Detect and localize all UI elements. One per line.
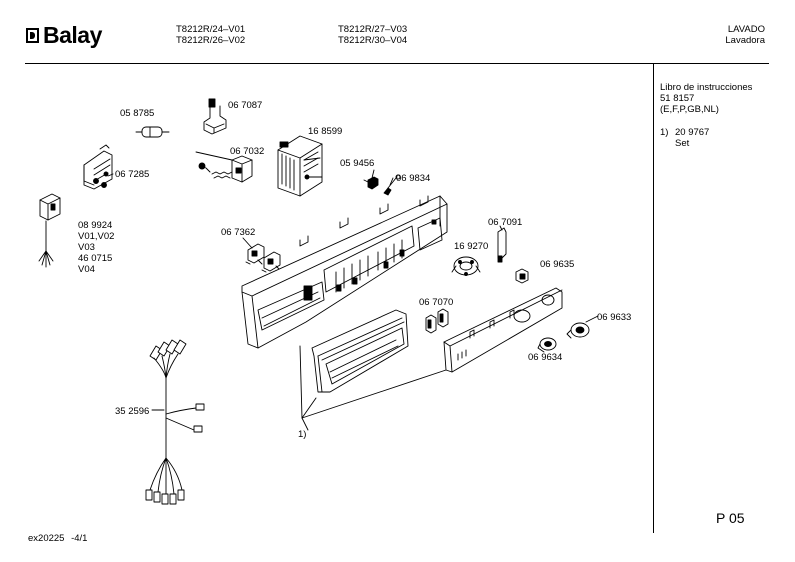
- part-label: 06 7087: [228, 100, 263, 111]
- category-sub: Lavadora: [725, 35, 765, 46]
- drawing-code: ex20225: [28, 533, 65, 544]
- part-label: 05 8785: [120, 108, 155, 119]
- model-number: T8212R/24–V01: [176, 24, 246, 35]
- part-label: 06 7070: [419, 297, 454, 308]
- callout-leaders: [300, 346, 446, 430]
- part-label: 05 9456: [340, 158, 375, 169]
- category-label: LAVADO Lavadora: [725, 24, 765, 46]
- selector-switches-part: [246, 244, 280, 272]
- header-divider: [25, 63, 769, 64]
- part-variant: V04: [78, 264, 95, 275]
- model-list-1: T8212R/24–V01 T8212R/26–V02: [176, 24, 245, 46]
- set-label: Set: [675, 138, 690, 149]
- part-label: 16 9270: [454, 241, 489, 252]
- manual-info: Libro de instrucciones 51 8157 (E,F,P,GB…: [660, 82, 752, 115]
- label-leaders: [108, 152, 393, 410]
- knob-part-069635: [516, 269, 528, 283]
- wiring-harness-part: [146, 340, 204, 504]
- clip-part-067087: [204, 99, 226, 134]
- callout-label: 1): [298, 429, 307, 440]
- model-number: T8212R/27–V03: [338, 24, 408, 35]
- capacitor-part: [136, 127, 169, 137]
- page-number: P 05: [716, 510, 745, 526]
- power-cord-part: [39, 194, 60, 267]
- part-label: 06 7285: [115, 169, 150, 180]
- sheet-number: -4/1: [71, 533, 88, 544]
- part-label: 06 9834: [396, 173, 431, 184]
- programmer-timer-part: [278, 136, 322, 196]
- part-label: 46 0715: [78, 253, 113, 264]
- manual-title: Libro de instrucciones: [660, 82, 753, 93]
- control-panel-frame: [242, 196, 447, 348]
- part-label: 06 9634: [528, 352, 563, 363]
- manual-number: 51 8157: [660, 93, 695, 104]
- brand-logo-icon: [26, 27, 39, 43]
- part-label: 06 7091: [488, 217, 523, 228]
- footer-code: ex20225 -4/1: [28, 533, 87, 544]
- knob-part-069633: [567, 316, 598, 338]
- switch-part-067285: [84, 145, 112, 189]
- model-number: T8212R/26–V02: [176, 35, 246, 46]
- rotary-switch-part: [452, 257, 480, 276]
- part-variant: V03: [78, 242, 95, 253]
- part-variant: V01,V02: [78, 231, 115, 242]
- part-label: 06 7362: [221, 227, 256, 238]
- front-fascia-panel: [444, 288, 562, 372]
- push-buttons-part: [426, 309, 448, 333]
- pressure-part-059456: [364, 177, 378, 189]
- part-label: 16 8599: [308, 126, 343, 137]
- sidebar-divider: [653, 63, 654, 533]
- brand-name: Balay: [43, 21, 102, 48]
- part-label: 35 2596: [115, 406, 150, 417]
- model-list-2: T8212R/27–V03 T8212R/30–V04: [338, 24, 407, 46]
- part-label: 06 9633: [597, 312, 632, 323]
- category-main: LAVADO: [727, 24, 765, 35]
- power-cord-labels: 08 9924 V01,V02 V03 46 0715 V04: [78, 220, 114, 275]
- lever-part-067091: [498, 226, 506, 262]
- brand-logo: Balay: [26, 20, 102, 50]
- part-label: 06 7032: [230, 146, 265, 157]
- knob-part-069634: [538, 338, 556, 352]
- set-number: 20 9767: [675, 127, 710, 138]
- detergent-drawer: [312, 310, 408, 392]
- lamp-part-069834: [384, 175, 400, 195]
- set-info: 20 9767 Set: [675, 127, 709, 149]
- manual-languages: (E,F,P,GB,NL): [660, 104, 719, 115]
- part-label: 06 9635: [540, 259, 575, 270]
- switch-part-067032: [199, 156, 252, 182]
- set-ref: 1): [660, 127, 669, 138]
- part-label: 08 9924: [78, 220, 113, 231]
- model-number: T8212R/30–V04: [338, 35, 408, 46]
